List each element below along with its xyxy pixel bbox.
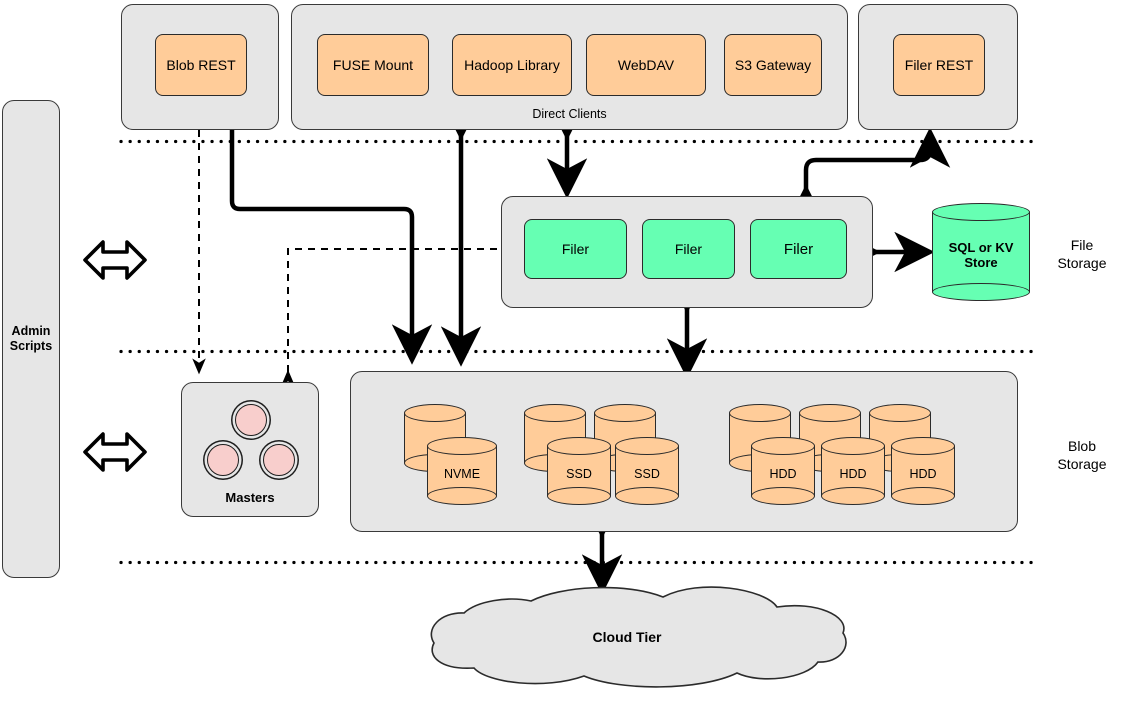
blob-storage-side-label: Blob Storage [1057,438,1107,472]
admin-scripts-label-line2: Scripts [9,339,53,353]
file-storage-side-label: File Storage [1057,237,1107,271]
filer-rest-box[interactable]: Filer REST [893,34,985,96]
masters-label: Masters [225,490,275,505]
blob-rest-box[interactable]: Blob REST [155,34,247,96]
admin-scripts-label-line1: Admin [11,324,51,338]
cylinder-top [932,203,1030,221]
admin-blob-bidir-icon [83,432,147,472]
nvme-cylinder[interactable]: NVME [427,437,497,505]
cloud-tier-node[interactable]: Cloud Tier [432,585,822,695]
fuse-mount-box[interactable]: FUSE Mount [317,34,429,96]
s3-gateway-box[interactable]: S3 Gateway [724,34,822,96]
masters-panel[interactable]: Masters [181,382,319,517]
filer-box-3[interactable]: Filer [750,219,847,279]
ssd-cylinder-2[interactable]: SSD [615,437,679,505]
ssd-cylinder-1[interactable]: SSD [547,437,611,505]
direct-clients-group: FUSE Mount Hadoop Library WebDAV S3 Gate… [291,4,848,130]
sql-or-kv-store-cylinder[interactable]: SQL or KV Store [932,203,1030,301]
cylinder-bottom [932,283,1030,301]
master-node-2[interactable] [207,444,239,476]
cloud-tier-label: Cloud Tier [592,629,662,645]
admin-to-filer-dashed [281,248,500,386]
admin-filer-bidir-icon [83,240,147,280]
cylinder-body [932,212,1030,292]
blob-rest-group: Blob REST [121,4,279,130]
sql-or-kv-store-label: SQL or KV Store [948,240,1014,270]
direct-clients-caption: Direct Clients [532,107,607,121]
hdd-cylinder-3[interactable]: HDD [891,437,955,505]
filers-group: Filer Filer Filer [501,196,873,308]
hdd-cylinder-1[interactable]: HDD [751,437,815,505]
filer-rest-to-filers-arrow [785,127,951,225]
blob-rest-to-volumes [229,126,433,365]
admin-scripts-panel[interactable]: Admin Scripts [2,100,60,578]
webdav-box[interactable]: WebDAV [586,34,706,96]
master-node-1[interactable] [235,404,267,436]
hadoop-library-box[interactable]: Hadoop Library [452,34,572,96]
hdd-cylinder-2[interactable]: HDD [821,437,885,505]
filer-box-1[interactable]: Filer [524,219,627,279]
master-node-3[interactable] [263,444,295,476]
volume-servers-group: NVME SSD SSD HDD [350,371,1018,532]
filer-rest-group: Filer REST [858,4,1018,130]
filer-box-2[interactable]: Filer [642,219,735,279]
